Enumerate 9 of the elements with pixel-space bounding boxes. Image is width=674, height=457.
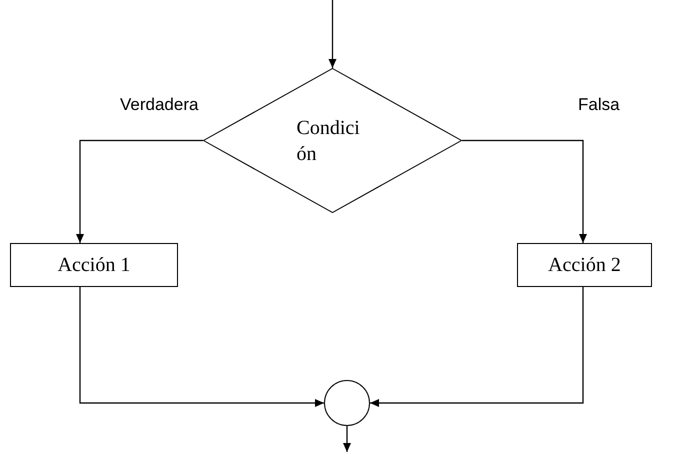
arrow — [370, 287, 584, 407]
process-box: Acción 1 — [10, 243, 178, 287]
arrow — [79, 287, 324, 407]
arrow — [76, 140, 203, 243]
arrow — [343, 426, 351, 452]
process-box: Acción 2 — [517, 243, 652, 287]
condition-text: Condición — [296, 116, 361, 166]
arrow — [462, 140, 587, 243]
arrow — [328, 0, 336, 68]
